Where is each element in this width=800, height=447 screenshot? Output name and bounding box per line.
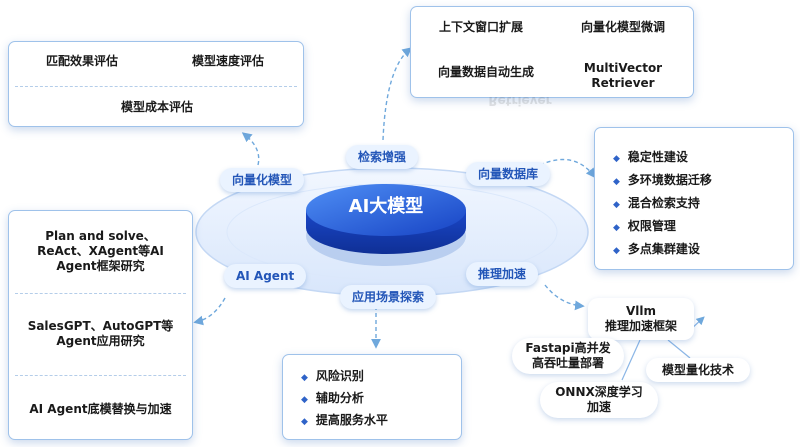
pill-vectorize: 向量化模型 (220, 168, 305, 192)
diamond-bullet-icon: ◆ (613, 154, 620, 164)
agent-base-model: AI Agent底模替换与加速 (29, 402, 172, 416)
eval-speed: 模型速度评估 (191, 54, 264, 68)
diamond-bullet-icon: ◆ (301, 395, 308, 405)
orbit-ring-inner (226, 183, 558, 281)
diamond-bullet-icon: ◆ (613, 177, 620, 187)
evaluation-box: 匹配效果评估 模型速度评估 模型成本评估 (8, 41, 304, 127)
eval-divider (15, 86, 297, 87)
connector-retrieval-to-top (382, 47, 413, 141)
pill-agent: AI Agent (224, 264, 307, 288)
inference-fastapi: Fastapi高并发 高吞吐量部署 (512, 338, 624, 374)
pill-inference: 推理加速 (466, 262, 539, 286)
agent-divider-1 (15, 293, 186, 294)
inference-vllm: Vllm 推理加速框架 (588, 298, 694, 340)
agent-framework: Plan and solve、 ReAct、XAgent等AI Agent框架研… (37, 229, 164, 273)
agent-box: Plan and solve、 ReAct、XAgent等AI Agent框架研… (8, 210, 193, 440)
scenario-box: ◆风险识别 ◆辅助分析 ◆提高服务水平 (282, 354, 462, 440)
center-title: AI大模型 (348, 196, 424, 217)
scenario-item-0: ◆风险识别 (301, 369, 364, 383)
connector-inference-down (544, 284, 585, 311)
vector-db-box: ◆稳定性建设 ◆多环境数据迁移 ◆混合检索支持 ◆权限管理 ◆多点集群建设 (594, 127, 794, 270)
vector-db-item-1: ◆多环境数据迁移 (613, 173, 712, 187)
retrieval-context: 上下文窗口扩展 (438, 20, 523, 34)
eval-cost: 模型成本评估 (120, 100, 193, 114)
inference-onnx: ONNX深度学习 加速 (540, 382, 658, 418)
connector-agent-to-left (193, 297, 226, 326)
vector-db-item-2: ◆混合检索支持 (613, 196, 700, 210)
pill-vector-db: 向量数据库 (466, 162, 551, 186)
retrieval-finetune: 向量化模型微调 (580, 20, 665, 34)
retrieval-autogen: 向量数据自动生成 (437, 65, 534, 79)
diamond-bullet-icon: ◆ (613, 223, 620, 233)
vector-db-item-3: ◆权限管理 (613, 219, 676, 233)
connector-vectordb-to-right (539, 158, 596, 179)
pill-scenario: 应用场景探索 (340, 285, 437, 309)
connector-vllm-to-onnx (621, 339, 641, 381)
diamond-bullet-icon: ◆ (613, 200, 620, 210)
connector-vllm-to-quant (667, 339, 691, 359)
pill-retrieval: 检索增强 (346, 145, 419, 169)
retrieval-box: 上下文窗口扩展 向量化模型微调 向量数据自动生成 MultiVector Ret… (410, 6, 694, 98)
agent-divider-2 (15, 375, 186, 376)
agent-application: SalesGPT、AutoGPT等 Agent应用研究 (27, 319, 174, 348)
vector-db-item-0: ◆稳定性建设 (613, 150, 688, 164)
core-disc-top (306, 184, 466, 236)
retrieval-multivector: MultiVector Retriever (583, 61, 663, 90)
eval-match: 匹配效果评估 (45, 54, 118, 68)
connector-vectorize-to-eval (241, 132, 260, 166)
scenario-item-1: ◆辅助分析 (301, 391, 364, 405)
diamond-bullet-icon: ◆ (301, 417, 308, 427)
diamond-bullet-icon: ◆ (613, 246, 620, 256)
vector-db-item-4: ◆多点集群建设 (613, 242, 700, 256)
inference-quantization: 模型量化技术 (646, 358, 750, 382)
scenario-item-2: ◆提高服务水平 (301, 413, 388, 427)
diamond-bullet-icon: ◆ (301, 373, 308, 383)
